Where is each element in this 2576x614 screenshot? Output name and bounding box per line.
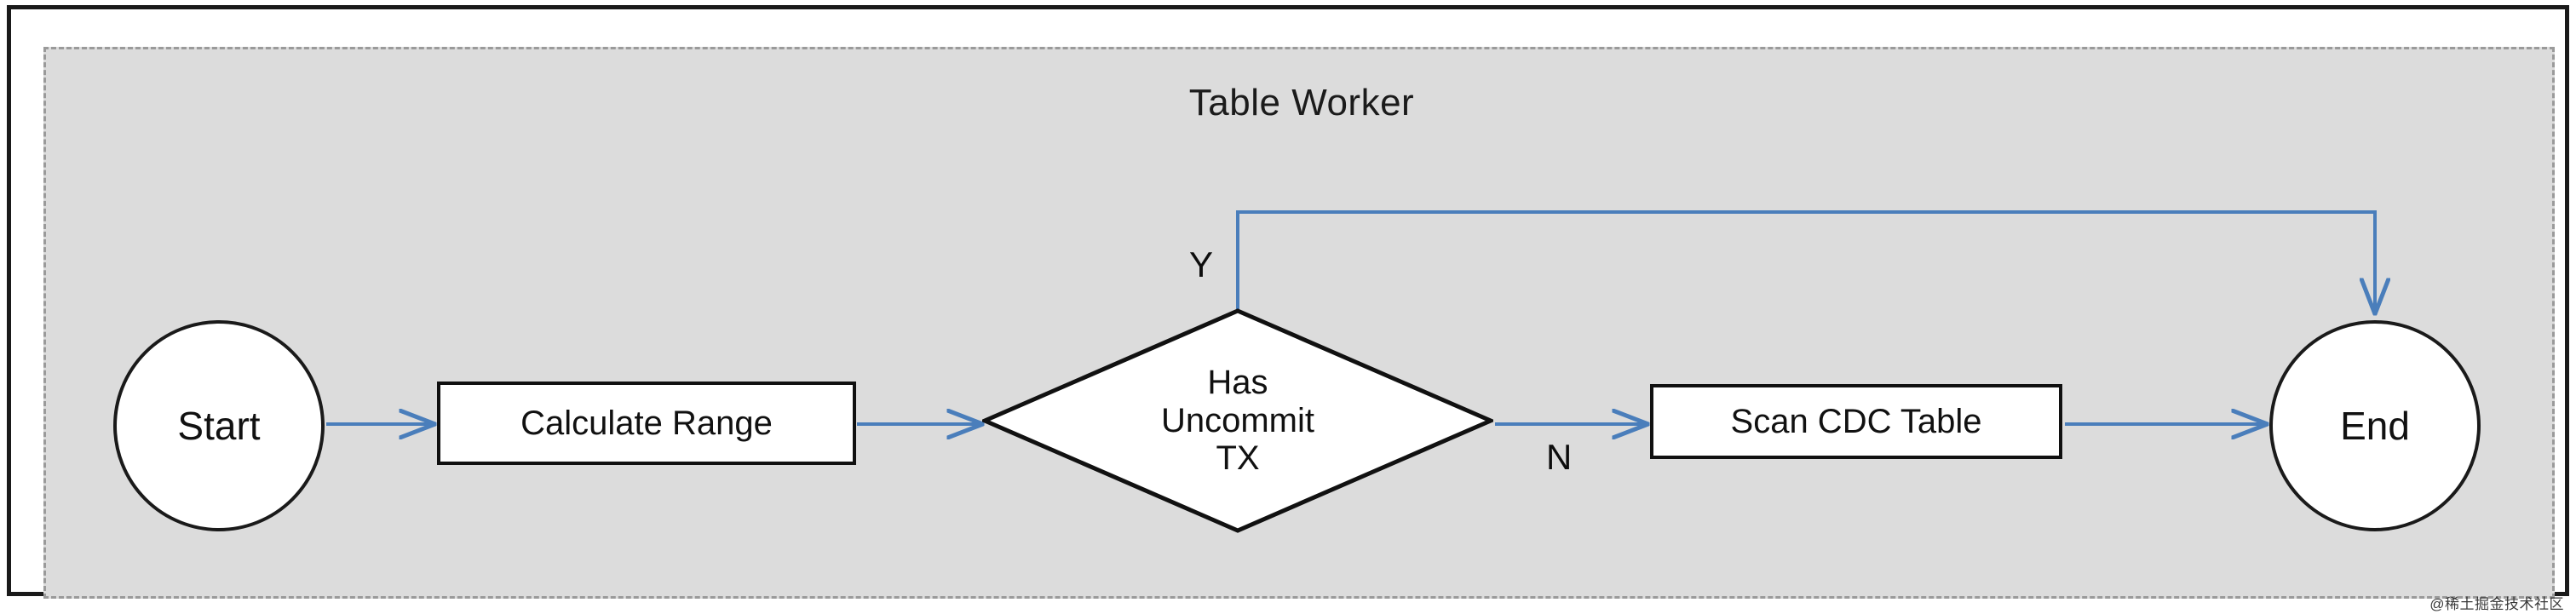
node-has-uncommit-tx[interactable]: Has Uncommit TX (982, 308, 1493, 533)
node-calculate-range[interactable]: Calculate Range (437, 382, 856, 465)
lane-title: Table Worker (1188, 82, 1415, 123)
outer-frame: Table Worker (7, 5, 2569, 599)
table-worker-lane: Table Worker (43, 47, 2555, 599)
branch-label-yes: Y (1189, 244, 1214, 284)
node-end[interactable]: End (2269, 320, 2481, 531)
node-start[interactable]: Start (113, 320, 325, 531)
node-end-label: End (2340, 404, 2410, 448)
node-start-label: Start (177, 404, 261, 448)
node-scan-cdc-table-label: Scan CDC Table (1730, 402, 1982, 440)
decision-diamond-shape (982, 308, 1493, 533)
branch-label-no: N (1546, 437, 1573, 477)
node-scan-cdc-table[interactable]: Scan CDC Table (1650, 384, 2062, 459)
watermark: @稀土掘金技术社区 (2429, 596, 2564, 612)
node-has-uncommit-tx-label: Has Uncommit TX (1160, 363, 1315, 478)
node-calculate-range-label: Calculate Range (520, 404, 773, 442)
